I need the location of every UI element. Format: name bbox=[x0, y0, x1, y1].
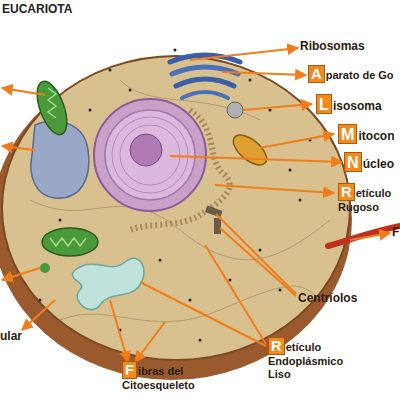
leader-arrow bbox=[2, 146, 35, 150]
flagellum bbox=[328, 226, 400, 246]
leader-arrow bbox=[243, 104, 312, 110]
mitochondrion bbox=[42, 228, 98, 256]
smooth-er bbox=[72, 258, 144, 309]
part-label: Núcleo bbox=[344, 153, 400, 172]
lysosome bbox=[227, 102, 243, 118]
ribosome bbox=[299, 199, 302, 202]
ribosome bbox=[109, 69, 112, 72]
leader-arrow bbox=[2, 268, 40, 280]
ribosome bbox=[129, 89, 132, 92]
vesicle bbox=[40, 263, 50, 273]
leader-arrow bbox=[350, 233, 390, 240]
part-label: Retículo Rugoso bbox=[338, 184, 398, 214]
ribosome bbox=[249, 79, 252, 82]
ribosome-group bbox=[39, 49, 312, 342]
part-label: Fibras del Citoesqueleto bbox=[122, 362, 218, 392]
ribosome bbox=[39, 299, 42, 302]
nucleolus bbox=[130, 134, 162, 166]
leader-arrow bbox=[170, 156, 342, 162]
part-label: Mitocon bbox=[338, 125, 400, 144]
leader-arrow bbox=[135, 322, 165, 362]
ribosome bbox=[279, 289, 282, 292]
part-label: Aparato de Go bbox=[308, 66, 400, 83]
part-label: Lisosoma bbox=[316, 95, 400, 114]
leader-arrow bbox=[190, 48, 298, 60]
ribosome bbox=[59, 219, 62, 222]
leader-line bbox=[220, 228, 296, 296]
mitochondrion bbox=[31, 78, 73, 139]
leader-arrow bbox=[110, 300, 128, 362]
golgi-cisterna bbox=[176, 79, 234, 86]
ribosome bbox=[269, 109, 272, 112]
diagram-title: EUCARIOTA bbox=[2, 2, 72, 16]
leader-arrow bbox=[260, 134, 334, 148]
ribosome bbox=[159, 259, 162, 262]
mitochondrion-crista bbox=[50, 238, 86, 246]
ribosome bbox=[89, 109, 92, 112]
mitochondrion-crista bbox=[48, 88, 56, 118]
cytoskeleton-fibre bbox=[30, 200, 330, 260]
centriole bbox=[214, 218, 221, 234]
golgi-cisterna bbox=[182, 92, 228, 98]
leader-arrow bbox=[22, 300, 55, 330]
ribosome bbox=[189, 299, 192, 302]
centriole bbox=[205, 205, 222, 217]
mitochondrion bbox=[228, 129, 271, 170]
part-label: Centríolos bbox=[298, 292, 388, 306]
leader-line bbox=[205, 245, 266, 344]
ribosome bbox=[174, 49, 177, 52]
cytoplasm bbox=[2, 56, 350, 360]
part-label: Ribosomas bbox=[300, 40, 390, 54]
ribosome bbox=[289, 169, 292, 172]
part-label: ular bbox=[0, 330, 40, 344]
ribosome bbox=[259, 249, 262, 252]
leader-group bbox=[2, 48, 390, 362]
nucleus bbox=[105, 110, 195, 200]
nuclear-envelope bbox=[94, 99, 206, 211]
ribosome bbox=[229, 279, 232, 282]
ribosome bbox=[199, 339, 202, 342]
part-label: F bbox=[392, 226, 400, 240]
part-label: Retículo Endoplásmico Liso bbox=[268, 338, 358, 380]
leader-arrow bbox=[215, 185, 334, 193]
chromatin bbox=[120, 125, 180, 185]
leader-arrow bbox=[2, 88, 45, 95]
leader-arrow bbox=[222, 72, 306, 75]
chromatin bbox=[112, 117, 188, 193]
